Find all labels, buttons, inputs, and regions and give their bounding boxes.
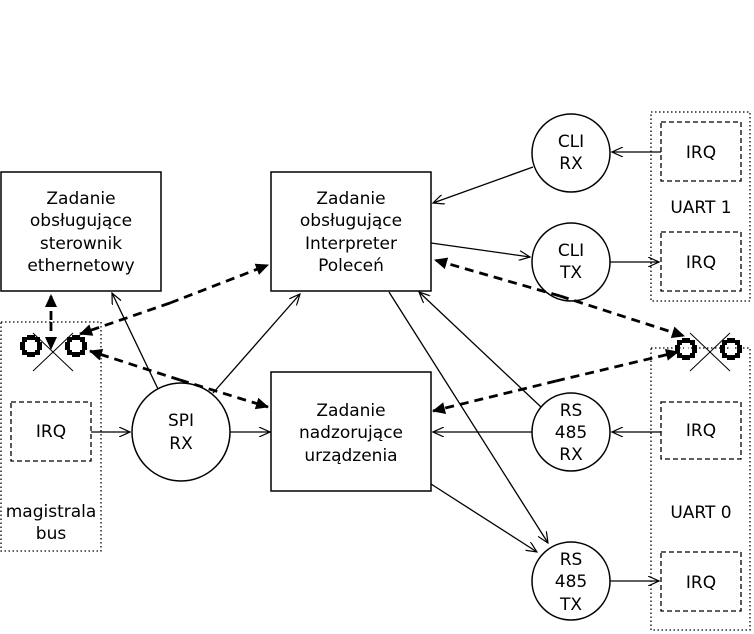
spi-rx-node: SPI RX xyxy=(131,382,231,482)
bus-mutex-icon xyxy=(20,332,87,372)
irq-uart1-tx: IRQ xyxy=(660,231,742,292)
supervisor-task-line-1: Zadanie xyxy=(316,401,385,421)
dashed-arrow-uart-mutex-to-interpreter xyxy=(434,257,561,298)
irq-label: IRQ xyxy=(686,143,716,163)
irq-label: IRQ xyxy=(686,253,716,273)
supervisor-task-line-2: nadzorujące xyxy=(299,423,403,443)
interpreter-task-line-2: obsługujące xyxy=(300,211,402,231)
gear-icon xyxy=(675,338,697,360)
gear-icon xyxy=(720,338,742,360)
cli-rx-line-1: CLI xyxy=(558,132,584,152)
arrow-interpreter-to-cli-tx xyxy=(430,242,530,257)
ethernet-task-line-2: obsługujące xyxy=(30,211,132,231)
cli-tx-line-2: TX xyxy=(559,263,582,283)
cli-tx-line-1: CLI xyxy=(558,241,584,261)
arrow-rs485-rx-to-interpreter xyxy=(419,292,542,408)
rs485-rx-line-1: RS xyxy=(560,401,583,421)
cli-rx-line-2: RX xyxy=(559,154,583,174)
control-flow-arrows xyxy=(45,257,685,414)
arrow-spi-to-interpreter xyxy=(212,294,300,394)
uart0-label: UART 0 xyxy=(670,503,731,523)
cli-tx-node: CLI TX xyxy=(531,222,611,302)
ethernet-task-line-1: Zadanie xyxy=(46,189,115,209)
dashed-arrow-supervisor-to-bus-mutex xyxy=(89,348,181,382)
ethernet-task-box: Zadanie obsługujące sterownik ethernetow… xyxy=(0,171,162,292)
supervisor-task-box: Zadanie nadzorujące urządzenia xyxy=(270,371,432,492)
rs485-tx-node: RS 485 TX xyxy=(531,541,611,621)
dashed-arrow-interpreter-to-bus-mutex xyxy=(79,301,171,336)
bus-label-1: magistrala xyxy=(6,502,97,522)
rs485-tx-line-3: TX xyxy=(559,595,582,615)
data-flow-arrows xyxy=(91,152,661,581)
uart0-group xyxy=(650,347,751,631)
spi-rx-line-1: SPI xyxy=(168,411,194,431)
arrow-interpreter-to-rs485-tx xyxy=(388,291,548,543)
arrow-spi-to-ethernet xyxy=(112,293,159,390)
dashed-arrow-interpreter-to-uart-mutex xyxy=(559,294,685,339)
rs485-rx-node: RS 485 RX xyxy=(531,392,611,472)
interpreter-task-line-4: Poleceń xyxy=(318,256,384,276)
interpreter-task-box: Zadanie obsługujące Interpreter Poleceń xyxy=(270,171,432,292)
cli-rx-node: CLI RX xyxy=(531,113,611,193)
rs485-tx-line-2: 485 xyxy=(555,572,587,592)
uart1-group xyxy=(650,111,751,302)
uart1-label: UART 1 xyxy=(670,198,731,218)
dashed-arrow-uart-mutex-to-supervisor xyxy=(432,379,557,414)
irq-label: IRQ xyxy=(686,573,716,593)
interpreter-task-line-1: Zadanie xyxy=(316,189,385,209)
irq-label: IRQ xyxy=(36,422,66,442)
interpreter-task-line-3: Interpreter xyxy=(305,234,397,254)
irq-uart0-rx: IRQ xyxy=(660,401,742,460)
irq-uart0-tx: IRQ xyxy=(660,551,742,612)
rs485-rx-line-2: 485 xyxy=(555,423,587,443)
irq-label: IRQ xyxy=(686,421,716,441)
ethernet-task-line-3: sterownik xyxy=(40,234,122,254)
rs485-rx-line-3: RX xyxy=(559,445,583,465)
supervisor-task-line-3: urządzenia xyxy=(304,446,397,466)
spi-rx-line-2: RX xyxy=(169,434,193,454)
irq-bus: IRQ xyxy=(10,401,92,462)
gear-icon xyxy=(65,335,87,357)
bus-label-2: bus xyxy=(36,524,67,544)
uart-mutex-icon xyxy=(675,332,742,372)
dashed-arrow-bus-mutex-to-interpreter xyxy=(169,263,269,305)
arrow-supervisor-to-rs485-tx xyxy=(430,483,537,552)
dashed-arrow-bus-mutex-to-supervisor xyxy=(179,378,269,410)
rs485-tx-line-1: RS xyxy=(560,550,583,570)
irq-uart1-rx: IRQ xyxy=(660,121,742,182)
arrow-cli-rx-to-interpreter xyxy=(433,166,534,203)
gear-icon xyxy=(20,335,42,357)
dashed-arrow-supervisor-to-uart-mutex xyxy=(555,348,679,383)
ethernet-task-line-4: ethernetowy xyxy=(27,256,134,276)
